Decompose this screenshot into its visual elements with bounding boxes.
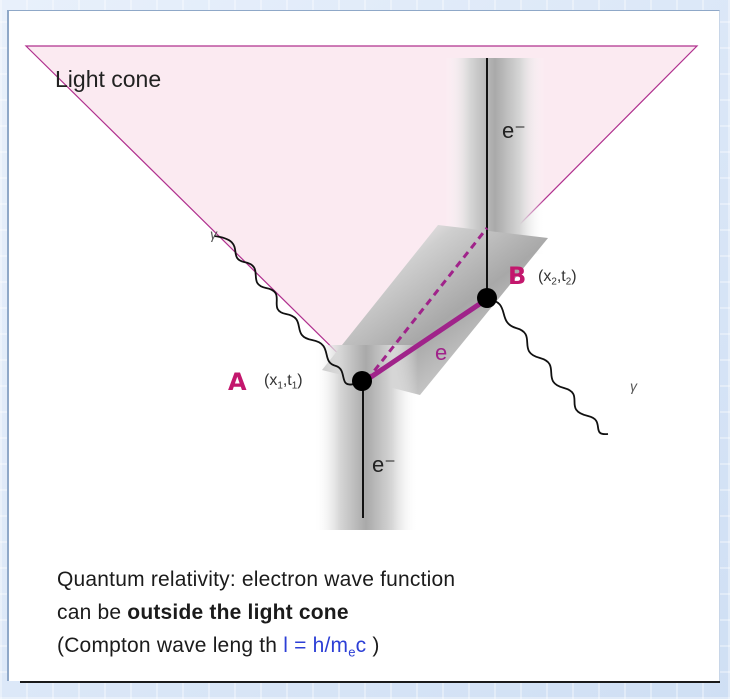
caption-line-3: (Compton wave leng th l = h/mec ) — [57, 634, 380, 660]
light-cone-label: Light cone — [55, 66, 161, 93]
caption-emphasis: outside the light cone — [127, 601, 348, 624]
electron-path-label: e — [435, 340, 447, 366]
vertex-b — [477, 288, 497, 308]
electron-label-top: e⁻ — [502, 118, 526, 144]
wavefunction-band-top — [445, 58, 545, 254]
caption-line-2: can be outside the light cone — [57, 601, 349, 625]
photon-label-right: γ — [630, 378, 637, 394]
caption-line-1: Quantum relativity: electron wave functi… — [57, 568, 455, 592]
point-b-label: B — [508, 262, 526, 290]
electron-label-bottom: e⁻ — [372, 452, 396, 478]
photon-label-left: γ — [210, 226, 217, 242]
photon-line-right — [487, 299, 608, 434]
point-b-coordinates: (x2,t2) — [538, 268, 577, 287]
vertex-a — [352, 371, 372, 391]
point-a-label: A — [228, 368, 247, 396]
point-a-coordinates: (x1,t1) — [264, 372, 303, 391]
compton-formula: l = h/mec — [283, 634, 366, 657]
